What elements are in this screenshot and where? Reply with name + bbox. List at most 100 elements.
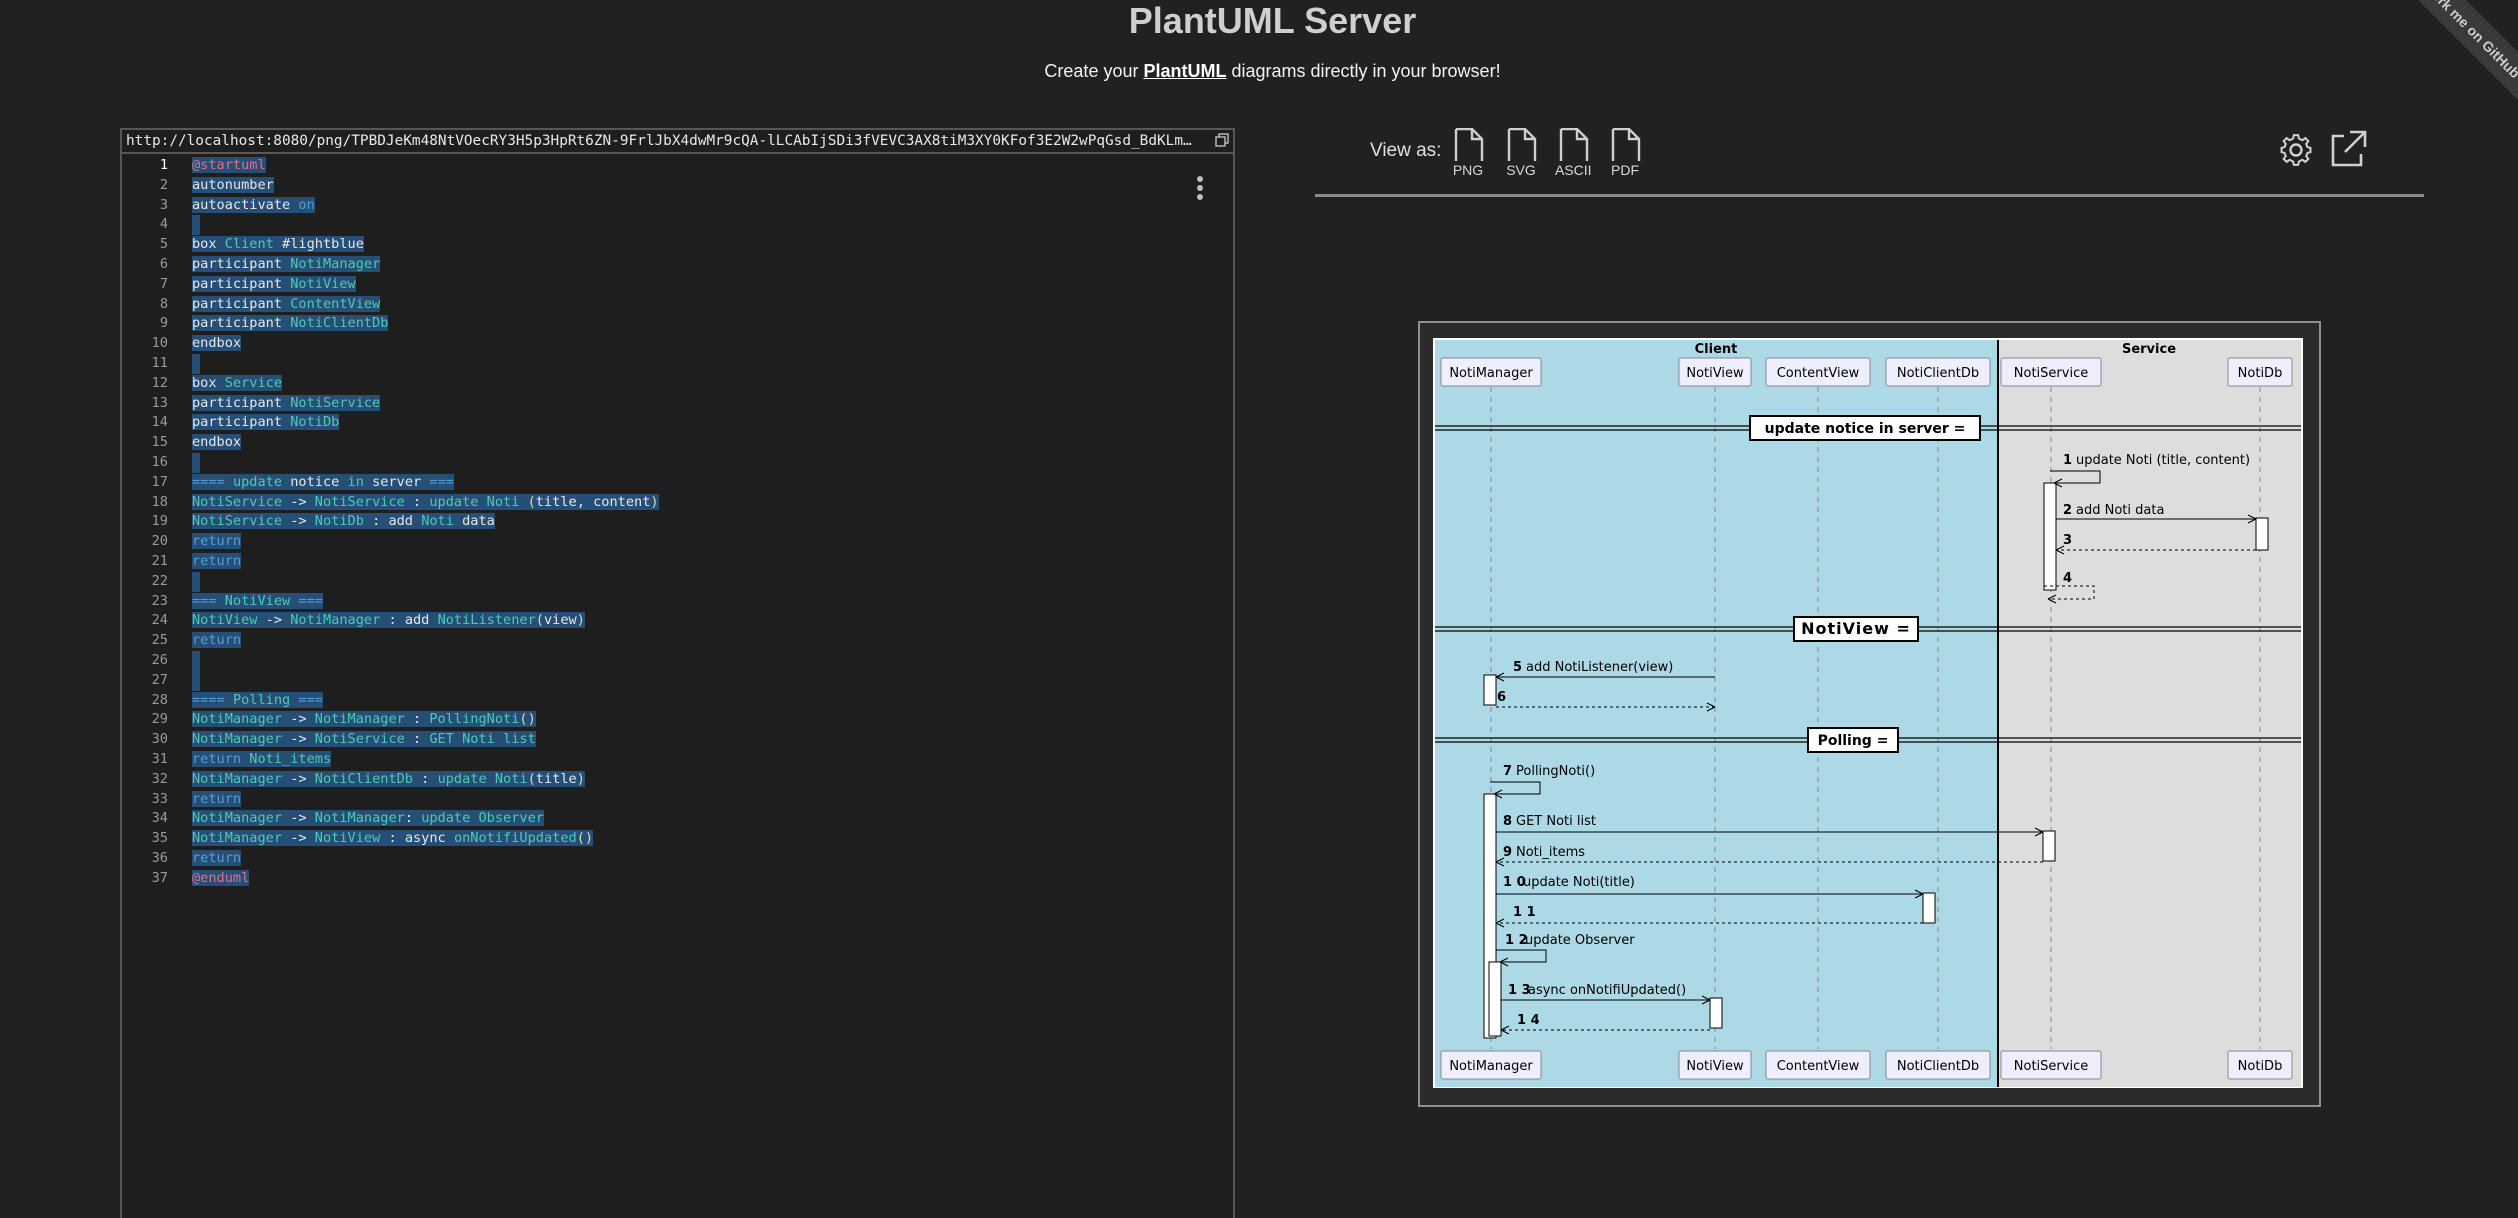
- line-text: box Client #lightblue: [192, 236, 364, 253]
- format-svg-button[interactable]: SVG: [1503, 128, 1539, 178]
- line-text: NotiService -> NotiDb : add Noti data: [192, 513, 495, 530]
- code-line[interactable]: 28==== Polling ===: [122, 691, 1233, 711]
- subtitle-suffix: diagrams directly in your browser!: [1226, 61, 1501, 81]
- line-text: [192, 353, 200, 374]
- code-line[interactable]: 31 return Noti_items: [122, 750, 1233, 770]
- participant-box: [2000, 357, 2102, 387]
- participant-box: [1765, 357, 1871, 387]
- code-line[interactable]: 16: [122, 452, 1233, 473]
- code-line[interactable]: 17==== update notice in server ===: [122, 473, 1233, 493]
- code-line[interactable]: 27: [122, 670, 1233, 691]
- arrow-head: [1706, 702, 1716, 712]
- page-title: PlantUML Server: [1128, 0, 1417, 41]
- participant-box: [1885, 1050, 1991, 1080]
- line-number: 9: [159, 315, 168, 332]
- code-line[interactable]: 22: [122, 571, 1233, 592]
- line-number: 22: [151, 572, 168, 589]
- line-number: 27: [151, 671, 168, 688]
- more-options-icon[interactable]: [1197, 176, 1203, 203]
- line-text: [192, 571, 200, 592]
- code-line[interactable]: 3 autoactivate on: [122, 196, 1233, 216]
- divider-box: [1793, 616, 1919, 642]
- plantuml-link[interactable]: PlantUML: [1143, 61, 1227, 81]
- box-service: [1998, 340, 2301, 1087]
- format-pdf-button[interactable]: PDF: [1607, 128, 1643, 178]
- copy-icon[interactable]: [1215, 133, 1229, 147]
- arrow-head: [2055, 545, 2065, 555]
- line-number: 32: [151, 770, 168, 787]
- line-number: 16: [151, 453, 168, 470]
- external-link-icon[interactable]: [2328, 128, 2368, 170]
- line-number: 36: [151, 849, 168, 866]
- code-line[interactable]: 26: [122, 650, 1233, 671]
- line-text: @startuml: [192, 157, 266, 173]
- gear-icon[interactable]: [2278, 128, 2314, 170]
- line-number: 8: [159, 295, 168, 312]
- message-number: 1 3: [1508, 983, 1531, 998]
- format-label: PDF: [1611, 162, 1639, 178]
- divider-box: [1749, 415, 1981, 441]
- line-number: 18: [151, 493, 168, 510]
- line-number: 17: [151, 473, 168, 490]
- line-number: 37: [151, 869, 168, 886]
- arrow-head: [1495, 918, 1505, 928]
- message-number: 1 2: [1505, 933, 1528, 948]
- subtitle-prefix: Create your: [1044, 61, 1144, 81]
- line-number: 31: [151, 750, 168, 767]
- line-number: 5: [159, 236, 168, 253]
- arrow-head: [1701, 995, 1711, 1005]
- code-line[interactable]: 5 box Client #lightblue: [122, 235, 1233, 255]
- line-number: 12: [151, 374, 168, 391]
- code-line[interactable]: 11: [122, 353, 1233, 374]
- url-bar[interactable]: http://localhost:8080/png/TPBDJeKm48NtVO…: [122, 130, 1233, 154]
- message-label: PollingNoti(): [1516, 764, 1595, 779]
- line-text: participant NotiView: [192, 275, 356, 292]
- line-number: 3: [159, 196, 168, 213]
- code-line[interactable]: 37 @enduml: [122, 869, 1233, 889]
- line-text: autoactivate on: [192, 196, 315, 213]
- line-text: return Noti_items: [192, 750, 332, 767]
- file-icon: [1507, 128, 1537, 161]
- message-number: 1 1: [1513, 905, 1536, 920]
- format-ascii-button[interactable]: ASCII: [1555, 128, 1592, 178]
- format-png-button[interactable]: PNG: [1450, 128, 1486, 178]
- message-number: 2: [2063, 503, 2072, 518]
- line-number: 28: [151, 691, 168, 708]
- arrow-head: [1500, 1025, 1510, 1035]
- line-text: NotiView -> NotiManager : add NotiListen…: [192, 612, 585, 629]
- message-label: update Noti (title, content): [2076, 453, 2250, 468]
- message-number: 7: [1503, 764, 1512, 779]
- code-line[interactable]: 4: [122, 215, 1233, 236]
- arrow-head: [1914, 889, 1924, 899]
- arrow-head: [2053, 478, 2063, 488]
- line-text: [192, 670, 200, 691]
- code-line[interactable]: 1@startuml: [122, 156, 1233, 176]
- line-text: @enduml: [192, 869, 250, 886]
- code-editor[interactable]: http://localhost:8080/png/TPBDJeKm48NtVO…: [120, 128, 1235, 1218]
- code-line[interactable]: 23=== NotiView ===: [122, 592, 1233, 612]
